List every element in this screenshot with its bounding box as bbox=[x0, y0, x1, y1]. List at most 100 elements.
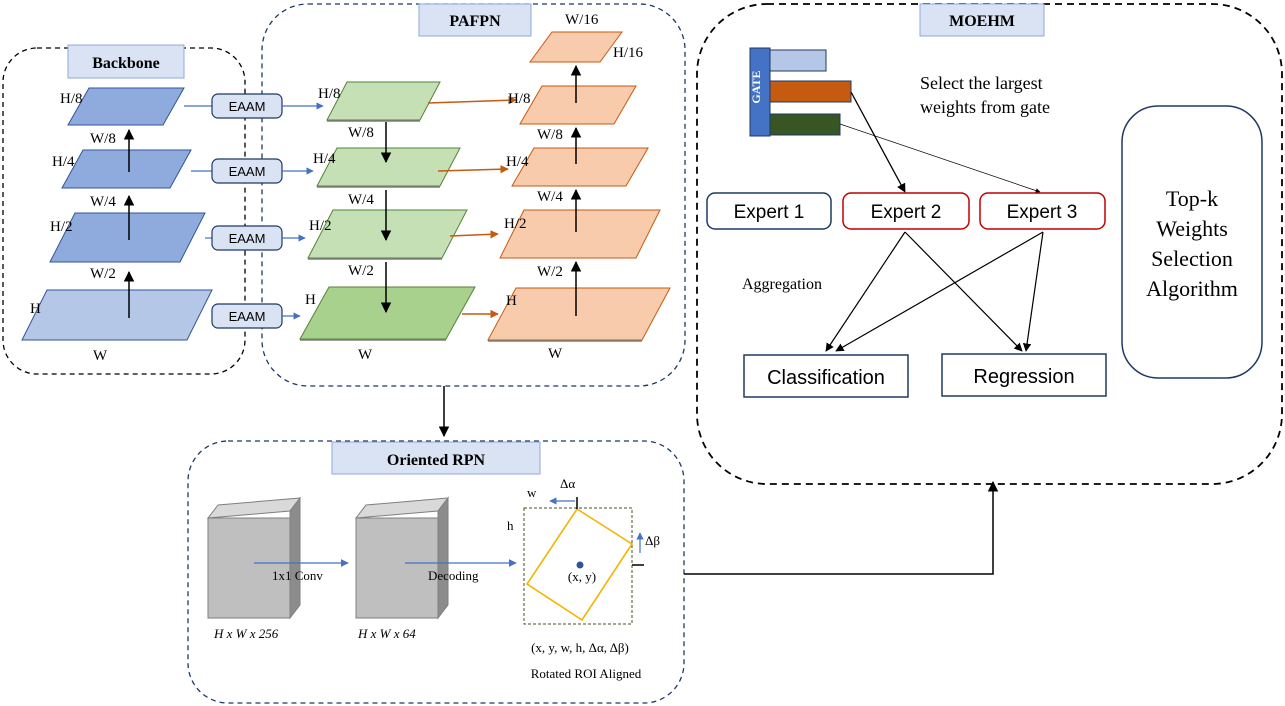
backbone-container bbox=[2, 47, 246, 375]
feature-block-64: H x W x 64 bbox=[354, 496, 450, 641]
pan-map-h8: H/8 W/8 bbox=[508, 85, 637, 143]
classification-box: Classification bbox=[743, 354, 909, 398]
svg-text:H/4: H/4 bbox=[506, 154, 529, 170]
svg-text:1x1 Conv: 1x1 Conv bbox=[272, 568, 323, 583]
svg-text:H x W x 256: H x W x 256 bbox=[213, 626, 279, 641]
pan-map-h2: H/2 W/2 bbox=[499, 209, 661, 280]
svg-text:W/2: W/2 bbox=[90, 266, 116, 282]
gate-select-arrows bbox=[839, 91, 1041, 193]
regression-box: Regression bbox=[941, 353, 1107, 397]
eaam-4: EAAM bbox=[211, 303, 301, 329]
svg-text:W/16: W/16 bbox=[565, 12, 599, 28]
backbone-map-h8: H/8 W/8 bbox=[60, 87, 185, 147]
svg-text:EAAM: EAAM bbox=[229, 231, 266, 246]
aggregation-arrows bbox=[825, 231, 1044, 352]
svg-text:H: H bbox=[30, 301, 41, 317]
rpn-roi: Rotated ROI Aligned bbox=[531, 666, 642, 681]
pan-map-h4: H/4 W/4 bbox=[506, 147, 649, 205]
fpn-to-pan-arrows bbox=[427, 96, 517, 319]
svg-text:Decoding: Decoding bbox=[428, 568, 479, 583]
svg-text:H/2: H/2 bbox=[50, 219, 73, 235]
rpn-to-moehm-arrow bbox=[684, 480, 999, 575]
svg-text:GATE: GATE bbox=[749, 70, 763, 103]
svg-text:Regression: Regression bbox=[973, 366, 1074, 388]
fpn-map-h: H W bbox=[299, 286, 476, 363]
gate-bar-3 bbox=[769, 113, 841, 136]
svg-text:Weights: Weights bbox=[1156, 216, 1228, 241]
expert-3: Expert 3 bbox=[979, 192, 1106, 230]
svg-text:W: W bbox=[358, 347, 373, 363]
topk-box: Top-k Weights Selection Algorithm bbox=[1121, 105, 1263, 379]
svg-text:MOEHM: MOEHM bbox=[949, 13, 1015, 30]
fpn-map-h4: H/4 W/4 bbox=[313, 147, 461, 208]
svg-text:W: W bbox=[93, 348, 108, 364]
svg-text:Algorithm: Algorithm bbox=[1146, 276, 1238, 301]
svg-text:Backbone: Backbone bbox=[92, 55, 160, 72]
rotated-box-figure: w Δα h Δβ (x, y) bbox=[507, 476, 660, 625]
svg-text:W/8: W/8 bbox=[90, 131, 116, 147]
rpn-title: Oriented RPN bbox=[331, 441, 541, 475]
eaam-1: EAAM bbox=[184, 93, 324, 119]
expert-1: Expert 1 bbox=[706, 192, 832, 230]
svg-text:H/4: H/4 bbox=[52, 154, 75, 170]
svg-text:W/4: W/4 bbox=[90, 194, 116, 210]
svg-text:EAAM: EAAM bbox=[229, 164, 266, 179]
backbone-map-h: H W bbox=[21, 289, 213, 364]
fpn-map-h8: H/8 W/8 bbox=[318, 81, 441, 141]
expert-2: Expert 2 bbox=[842, 192, 970, 230]
rpn-container bbox=[187, 440, 685, 704]
gate-bar-2 bbox=[769, 80, 852, 103]
svg-text:W: W bbox=[548, 346, 563, 362]
svg-text:H/2: H/2 bbox=[309, 218, 332, 234]
conv-arrow: 1x1 Conv bbox=[254, 559, 349, 583]
eaam-3: EAAM bbox=[205, 225, 306, 251]
backbone-map-h2: H/2 W/2 bbox=[49, 212, 206, 282]
svg-text:PAFPN: PAFPN bbox=[449, 13, 501, 30]
svg-text:w: w bbox=[527, 485, 537, 500]
svg-text:h: h bbox=[507, 518, 514, 533]
svg-text:H/8: H/8 bbox=[318, 86, 341, 102]
svg-text:H/2: H/2 bbox=[504, 216, 527, 232]
svg-text:W/8: W/8 bbox=[537, 127, 563, 143]
gate-bar-1 bbox=[769, 49, 827, 72]
svg-text:H/4: H/4 bbox=[313, 151, 336, 167]
eaam-2: EAAM bbox=[191, 158, 314, 184]
pan-map-h16: W/16 H/16 bbox=[529, 12, 644, 63]
svg-text:Top-k: Top-k bbox=[1166, 186, 1218, 211]
svg-text:H/8: H/8 bbox=[508, 91, 531, 107]
svg-text:Δα: Δα bbox=[560, 476, 575, 491]
svg-text:H x W x 64: H x W x 64 bbox=[357, 626, 416, 641]
svg-text:H: H bbox=[305, 292, 316, 308]
select-text-2: weights from gate bbox=[920, 97, 1050, 117]
svg-text:H: H bbox=[506, 293, 517, 309]
svg-text:Expert 2: Expert 2 bbox=[871, 202, 942, 223]
svg-text:W/4: W/4 bbox=[537, 189, 563, 205]
backbone-title: Backbone bbox=[67, 44, 185, 79]
aggregation-label: Aggregation bbox=[742, 276, 822, 293]
svg-text:Classification: Classification bbox=[767, 367, 885, 389]
select-text-1: Select the largest bbox=[920, 73, 1043, 93]
svg-text:W/2: W/2 bbox=[537, 264, 563, 280]
decoding-arrow: Decoding bbox=[405, 559, 517, 583]
svg-text:EAAM: EAAM bbox=[229, 309, 266, 324]
svg-text:(x, y): (x, y) bbox=[568, 569, 596, 584]
rpn-tuple: (x, y, w, h, Δα, Δβ) bbox=[531, 640, 629, 655]
svg-text:W/2: W/2 bbox=[348, 263, 374, 279]
pan-map-h: H W bbox=[487, 287, 671, 362]
svg-text:W/8: W/8 bbox=[348, 125, 374, 141]
svg-text:Δβ: Δβ bbox=[645, 533, 660, 548]
moehm-title: MOEHM bbox=[919, 3, 1045, 37]
svg-text:Selection: Selection bbox=[1151, 246, 1233, 271]
pafpn-title: PAFPN bbox=[418, 3, 532, 37]
gate: GATE bbox=[749, 47, 852, 137]
svg-text:Oriented RPN: Oriented RPN bbox=[387, 452, 486, 469]
svg-text:H/16: H/16 bbox=[613, 45, 644, 61]
svg-text:EAAM: EAAM bbox=[229, 99, 266, 114]
feature-block-256: H x W x 256 bbox=[206, 496, 302, 641]
svg-text:H/8: H/8 bbox=[60, 91, 83, 107]
svg-text:Expert 3: Expert 3 bbox=[1007, 202, 1078, 223]
svg-text:Expert 1: Expert 1 bbox=[734, 202, 805, 223]
svg-text:W/4: W/4 bbox=[348, 192, 374, 208]
backbone-map-h4: H/4 W/4 bbox=[52, 149, 192, 210]
